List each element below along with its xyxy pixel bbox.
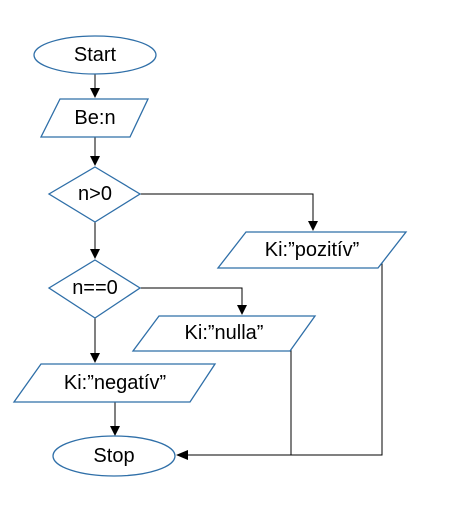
node-output-negative-label: Ki:”negatív” [64, 372, 166, 394]
node-decision-n-eq-0: n==0 [47, 259, 142, 319]
edge-n-gt-0-to-positive [140, 193, 318, 231]
edge-start-to-input [90, 74, 100, 98]
node-stop: Stop [52, 435, 176, 477]
node-decision-n-gt-0-label: n>0 [78, 183, 112, 205]
node-start: Start [33, 35, 157, 75]
node-decision-n-eq-0-label: n==0 [72, 277, 118, 299]
node-output-negative: Ki:”negatív” [12, 363, 217, 403]
edge-n-gt-0-to-n-eq-0 [90, 222, 100, 259]
edge-input-to-n-gt-0 [90, 137, 100, 166]
node-input-label: Be:n [74, 107, 115, 129]
edge-negative-to-stop [110, 402, 120, 436]
node-decision-n-gt-0: n>0 [47, 166, 142, 223]
node-input: Be:n [39, 98, 150, 138]
edge-n-eq-0-to-negative [90, 318, 100, 363]
node-start-label: Start [74, 44, 117, 66]
connectors [90, 74, 383, 460]
node-output-zero: Ki:”nulla” [131, 315, 317, 352]
node-stop-label: Stop [93, 445, 134, 467]
edge-n-eq-0-to-zero [140, 287, 247, 315]
edge-positive-to-stop [176, 249, 383, 460]
node-output-positive: Ki:”pozitív” [216, 231, 408, 269]
node-output-positive-label: Ki:”pozitív” [265, 239, 359, 261]
node-output-zero-label: Ki:”nulla” [185, 322, 264, 344]
